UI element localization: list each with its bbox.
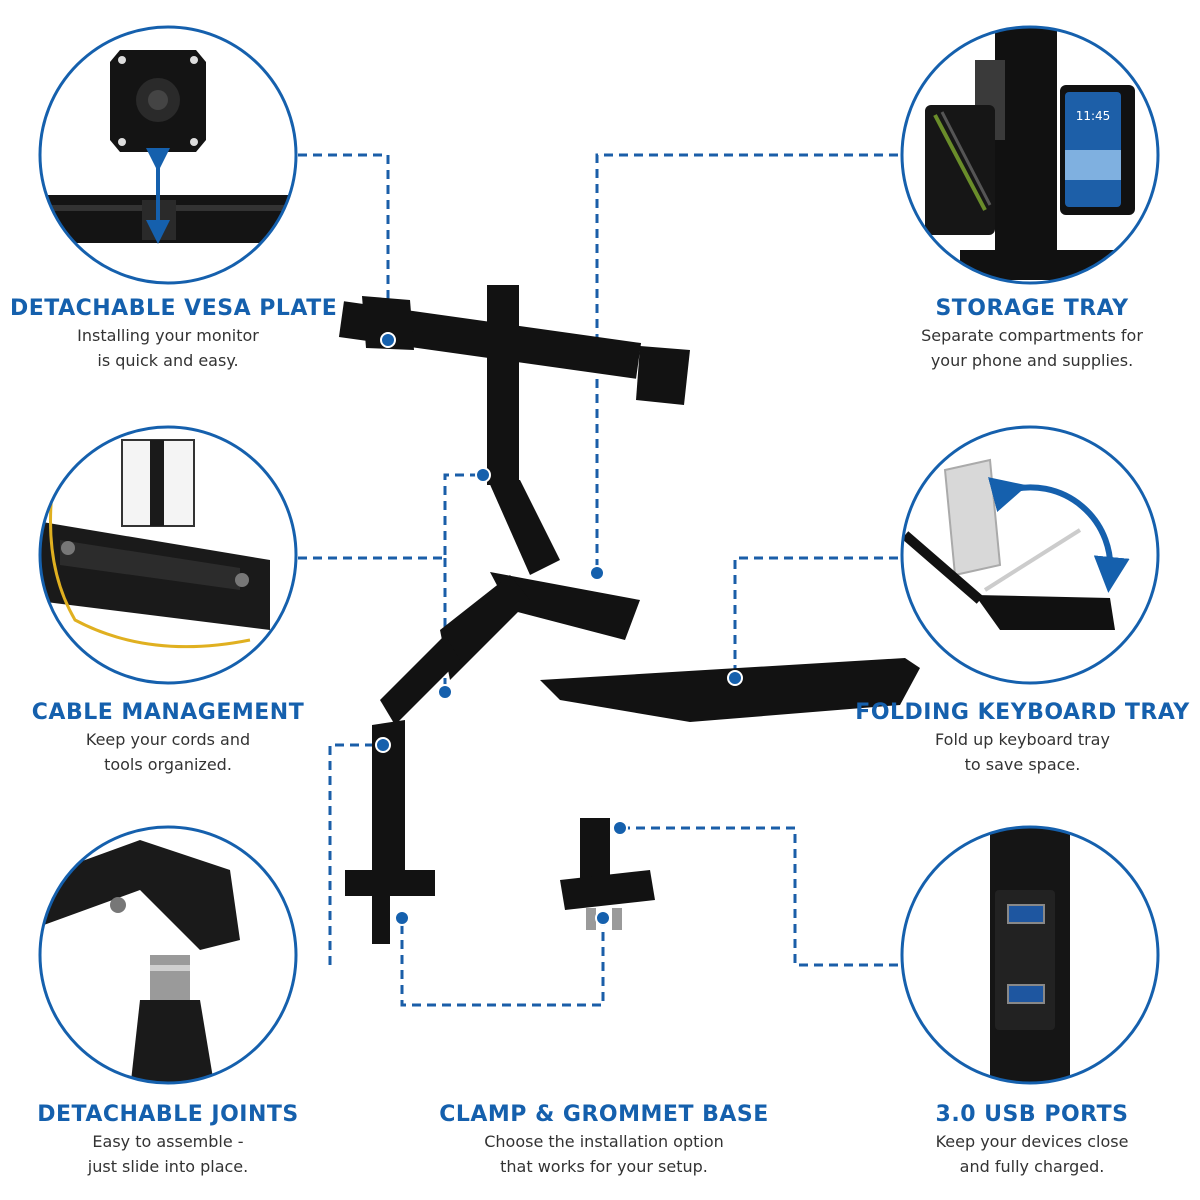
feature-desc-line2: that works for your setup.	[500, 1157, 708, 1176]
cable-management-detail	[40, 427, 296, 683]
keyboard-tray-detail	[902, 427, 1158, 683]
feature-cable-management: CABLE MANAGEMENT Keep your cords and too…	[10, 700, 326, 776]
feature-desc-line2: tools organized.	[104, 755, 232, 774]
leader-lines	[298, 153, 898, 1007]
feature-desc-line2: to save space.	[964, 755, 1081, 774]
feature-desc-line1: Easy to assemble -	[92, 1132, 244, 1151]
feature-desc-line1: Keep your cords and	[85, 730, 251, 749]
feature-vesa-plate: DETACHABLE VESA PLATE Installing your mo…	[10, 296, 338, 372]
feature-title: DETACHABLE JOINTS	[37, 1102, 299, 1127]
feature-desc-line1: Installing your monitor	[77, 326, 259, 345]
feature-desc-line1: Choose the installation option	[484, 1132, 724, 1151]
feature-desc-line1: Keep your devices close	[935, 1132, 1129, 1151]
feature-keyboard-tray: FOLDING KEYBOARD TRAY Fold up keyboard t…	[850, 700, 1195, 776]
usb-ports-circle	[900, 825, 1160, 1085]
feature-usb-ports: 3.0 USB PORTS Keep your devices close an…	[874, 1102, 1190, 1178]
feature-desc-line1: Fold up keyboard tray	[935, 730, 1110, 749]
storage-tray-detail: 11:45	[902, 27, 1158, 283]
storage-tray-circle	[900, 25, 1160, 285]
feature-title: DETACHABLE VESA PLATE	[10, 296, 338, 321]
workstation-product	[338, 285, 920, 944]
vesa-plate-circle	[38, 25, 298, 285]
feature-desc-line2: your phone and supplies.	[930, 351, 1134, 370]
feature-desc-line2: is quick and easy.	[97, 351, 239, 370]
feature-title: 3.0 USB PORTS	[935, 1102, 1129, 1127]
marker-dots	[375, 332, 743, 926]
feature-storage-tray: STORAGE TRAY Separate compartments for y…	[874, 296, 1190, 372]
feature-joints: DETACHABLE JOINTS Easy to assemble - jus…	[10, 1102, 326, 1178]
vesa-plate-detail	[40, 27, 296, 283]
feature-title: CLAMP & GROMMET BASE	[439, 1102, 769, 1127]
cable-management-circle	[38, 425, 298, 685]
feature-desc-line2: and fully charged.	[959, 1157, 1105, 1176]
feature-title: STORAGE TRAY	[935, 296, 1129, 321]
feature-title: CABLE MANAGEMENT	[31, 700, 305, 725]
joints-detail	[40, 827, 296, 1083]
phone-clock: 11:45	[1076, 109, 1111, 123]
feature-title: FOLDING KEYBOARD TRAY	[855, 700, 1190, 725]
keyboard-tray-circle	[900, 425, 1160, 685]
usb-ports-detail	[902, 827, 1158, 1083]
feature-clamp-grommet: CLAMP & GROMMET BASE Choose the installa…	[420, 1102, 788, 1178]
feature-desc-line2: just slide into place.	[87, 1157, 249, 1176]
joints-circle	[38, 825, 298, 1085]
feature-desc-line1: Separate compartments for	[921, 326, 1143, 345]
